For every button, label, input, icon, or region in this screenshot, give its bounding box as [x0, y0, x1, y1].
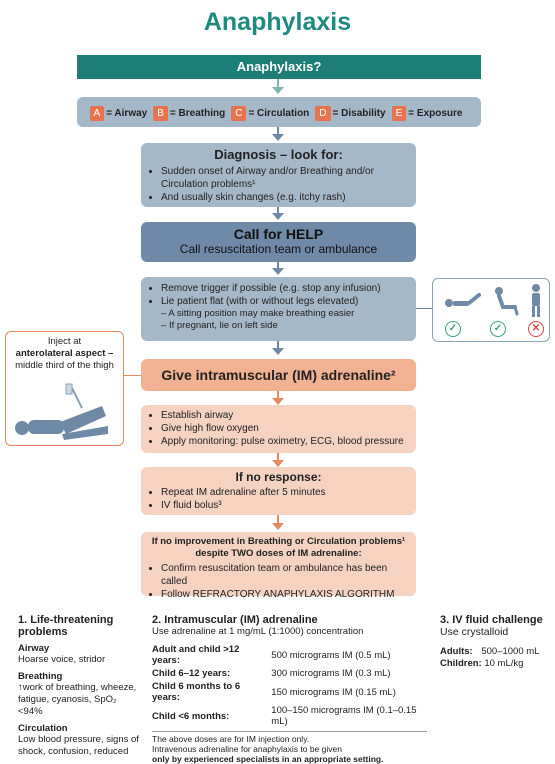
table-row: Child <6 months:100–150 micrograms IM (0… — [152, 705, 417, 727]
thigh-injection-icon — [15, 383, 108, 440]
abcde-box: A= Airway B= Breathing C= Circulation D=… — [77, 97, 481, 127]
section-iv-fluid: 3. IV fluid challenge Use crystalloid Ad… — [440, 614, 552, 670]
adults-dose: Adults: 500–1000 mL — [440, 646, 540, 657]
positioning-box: Remove trigger if possible (e.g. stop an… — [141, 277, 416, 341]
arrow-down-icon — [272, 348, 284, 355]
table-row: Child 6–12 years:300 micrograms IM (0.3 … — [152, 668, 391, 679]
arrow-down-icon — [272, 87, 284, 94]
check-icon: ✓ — [445, 321, 461, 337]
cross-icon: ✕ — [528, 321, 544, 337]
abcde-a: A= Airway — [89, 103, 154, 121]
abcde-b: B= Breathing — [153, 103, 231, 121]
diagnosis-item: And usually skin changes (e.g. itchy ras… — [161, 191, 410, 204]
arrow-down-icon — [272, 398, 284, 405]
breathing-heading: Breathing — [18, 671, 63, 682]
actions-box: Establish airway Give high flow oxygen A… — [141, 405, 416, 453]
arrow-down-icon — [272, 523, 284, 530]
diagnosis-box: Diagnosis – look for: Sudden onset of Ai… — [141, 143, 416, 207]
arrow-down-icon — [272, 460, 284, 467]
adrenaline-box: Give intramuscular (IM) adrenaline² — [141, 359, 416, 391]
section-life-threatening: 1. Life-threatening problems Airway Hoar… — [18, 614, 143, 758]
breathing-text: ↑work of breathing, wheeze, fatigue, cya… — [18, 682, 137, 717]
section2-title: 2. Intramuscular (IM) adrenaline — [152, 614, 318, 626]
circulation-heading: Circulation — [18, 723, 68, 734]
refractory-box: If no improvement in Breathing or Circul… — [141, 532, 416, 600]
help-title: Call for HELP — [233, 226, 324, 242]
arrow-stem — [277, 127, 279, 135]
inject-line1: Inject at — [47, 336, 82, 347]
abcde-d: D= Disability — [315, 103, 391, 121]
section3-sub: Use crystalloid — [440, 626, 509, 638]
no-response-box: If no response: Repeat IM adrenaline aft… — [141, 467, 416, 515]
table-row: Adult and child >12 years:500 micrograms… — [152, 644, 391, 666]
refractory-item: Confirm resuscitation team or ambulance … — [161, 562, 410, 588]
abcde-c: C= Circulation — [231, 103, 315, 121]
inject-line3: middle third of the thigh — [15, 360, 114, 371]
help-subtitle: Call resuscitation team or ambulance — [179, 242, 378, 256]
arrow-stem — [277, 391, 279, 399]
refractory-title2: despite TWO doses of IM adrenaline: — [195, 548, 362, 559]
section-im-adrenaline: 2. Intramuscular (IM) adrenaline Use adr… — [152, 614, 432, 764]
arrow-stem — [277, 453, 279, 461]
injection-site-box: Inject at anterolateral aspect – middle … — [5, 331, 124, 446]
page-title: Anaphylaxis — [203, 8, 352, 36]
children-dose: Children: 10 mL/kg — [440, 658, 524, 669]
action-item: Establish airway — [161, 409, 410, 422]
arrow-down-icon — [272, 268, 284, 275]
arrow-stem — [277, 262, 279, 269]
section2-sub: Use adrenaline at 1 mg/mL (1:1000) conce… — [152, 626, 364, 637]
help-box: Call for HELP Call resuscitation team or… — [141, 222, 416, 262]
no-response-item: IV fluid bolus³ — [161, 499, 410, 512]
connector-line — [124, 375, 141, 376]
section3-title: 3. IV fluid challenge — [440, 614, 543, 626]
circulation-text: Low blood pressure, signs of shock, conf… — [18, 734, 139, 757]
arrow-stem — [277, 515, 279, 524]
positioning-item: Lie patient flat (with or without legs e… — [161, 295, 410, 308]
no-response-title: If no response: — [235, 470, 322, 484]
refractory-title1: If no improvement in Breathing or Circul… — [151, 536, 406, 547]
connector-line — [416, 308, 432, 309]
arrow-stem — [277, 79, 279, 88]
airway-text: Hoarse voice, stridor — [18, 654, 106, 665]
adrenaline-title: Give intramuscular (IM) adrenaline² — [161, 367, 396, 383]
dose-table: Adult and child >12 years:500 micrograms… — [152, 643, 432, 728]
positioning-subitem: – A sitting position may make breathing … — [161, 308, 355, 319]
no-response-item: Repeat IM adrenaline after 5 minutes — [161, 486, 410, 499]
table-row: Child 6 months to 6 years:150 micrograms… — [152, 681, 396, 703]
check-icon: ✓ — [490, 321, 506, 337]
diagnosis-item: Sudden onset of Airway and/or Breathing … — [161, 165, 410, 191]
inject-line2: anterolateral aspect – — [15, 348, 114, 359]
arrow-stem — [277, 341, 279, 349]
patient-positions-icon — [445, 284, 540, 317]
section1-title: 1. Life-threatening problems — [18, 614, 114, 638]
question-text: Anaphylaxis? — [236, 59, 322, 74]
positioning-item: Remove trigger if possible (e.g. stop an… — [161, 282, 410, 295]
refractory-item: Follow REFRACTORY ANAPHYLAXIS ALGORITHM — [161, 588, 410, 601]
arrow-down-icon — [272, 213, 284, 220]
positions-illustration: ✓ ✓ ✕ — [432, 278, 550, 342]
arrow-down-icon — [272, 134, 284, 141]
question-banner: Anaphylaxis? — [77, 55, 481, 79]
positioning-subitem: – If pregnant, lie on left side — [161, 320, 278, 331]
abcde-e: E= Exposure — [391, 103, 469, 121]
arrow-stem — [277, 207, 279, 214]
airway-heading: Airway — [18, 643, 50, 654]
diagnosis-title: Diagnosis – look for: — [214, 147, 343, 162]
action-item: Give high flow oxygen — [161, 422, 410, 435]
action-item: Apply monitoring: pulse oximetry, ECG, b… — [161, 435, 410, 448]
